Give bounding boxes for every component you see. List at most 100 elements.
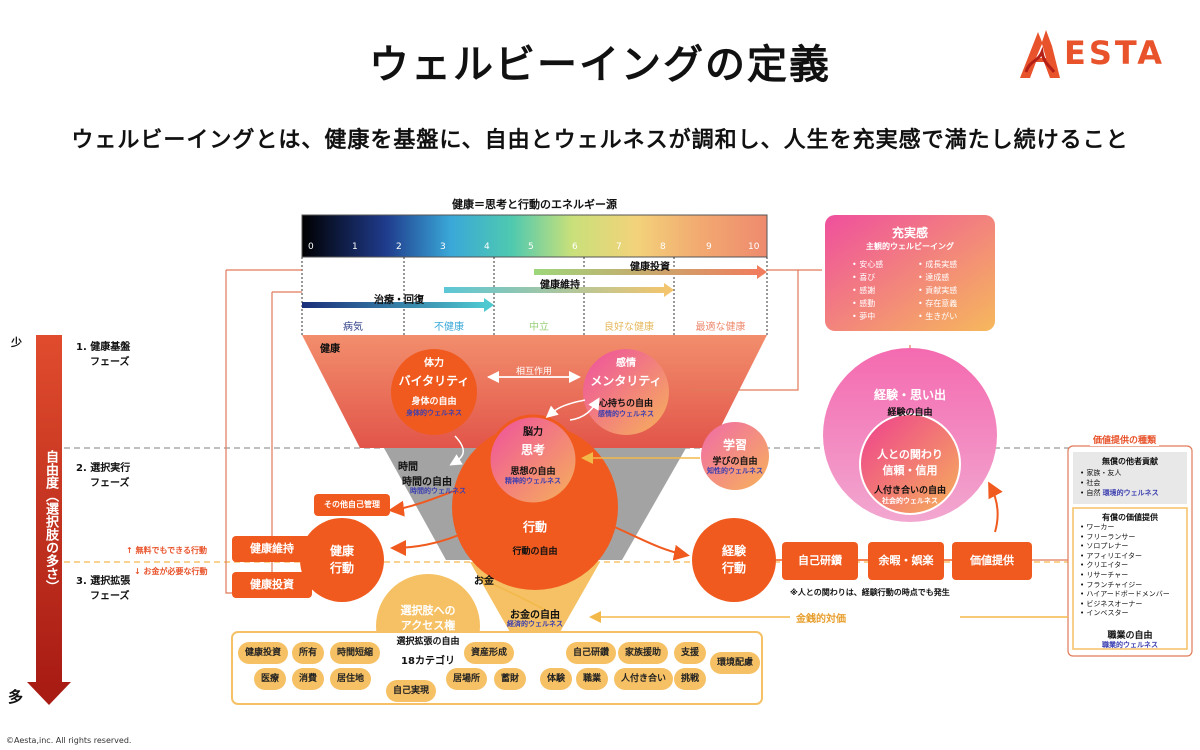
fulfillment-subtitle: 主観的ウェルビーイング — [866, 242, 954, 251]
health-maintain-box: 健康維持 — [232, 536, 312, 562]
scale-tick: 5 — [528, 242, 534, 252]
category-pill: 資産形成 — [464, 642, 515, 664]
fulfillment-item: 喜び — [859, 273, 876, 282]
learning-wellness: 知性的ウェルネス — [707, 467, 763, 475]
phase-1-label: 1. 健康基盤 — [76, 342, 131, 353]
mentality-title: 感情 — [616, 358, 636, 369]
paid-item: フリーランサー — [1086, 532, 1136, 541]
unpaid-item: 社会 — [1086, 479, 1101, 487]
phase-3-sub: フェーズ — [90, 591, 130, 602]
scale-ticks: 0 1 2 3 4 5 6 7 8 9 10 — [302, 242, 767, 256]
relation-wellness: 社会的ウェルネス — [882, 497, 938, 505]
category-pill: 所有 — [292, 642, 325, 664]
category-pill: 体験 — [540, 668, 573, 690]
category-pill: 蓄財 — [494, 668, 527, 690]
category-pill: 環境配慮 — [710, 652, 761, 674]
fulfillment-item: 貢献実感 — [925, 286, 958, 295]
brain-free: 思想の自由 — [510, 467, 556, 477]
health-action-label: 健康 行動 — [329, 544, 354, 575]
phase-1-sub: フェーズ — [90, 357, 130, 368]
category-pill: 職業 — [576, 668, 609, 690]
experience-box-self-improvement: 自己研鑽 — [782, 542, 858, 580]
vitality-title: 体力 — [424, 358, 444, 369]
relation-line1: 人との関わり — [877, 448, 943, 461]
access-line1: 選択肢への — [400, 604, 456, 617]
fulfillment-item: 感謝 — [859, 286, 876, 295]
time-wellness: 時間的ウェルネス — [410, 487, 466, 495]
scale-tick: 9 — [706, 242, 712, 252]
memory-free: 経験の自由 — [887, 408, 933, 418]
scale-tick: 4 — [484, 242, 490, 252]
fulfillment-item: 達成感 — [925, 273, 950, 282]
scale-tick: 1 — [352, 242, 358, 252]
fulfillment-item: 安心感 — [859, 260, 884, 269]
vitality-free: 身体の自由 — [411, 397, 457, 407]
phase-3-label: 3. 選択拡張 — [76, 576, 131, 587]
paid-item: クリエイター — [1086, 561, 1129, 570]
health-invest-box: 健康投資 — [232, 572, 312, 598]
career-wellness: 職業的ウェルネス — [1102, 641, 1158, 649]
career-free: 職業の自由 — [1107, 631, 1153, 641]
brain-wellness: 精神的ウェルネス — [505, 477, 561, 485]
time-label: 時間 — [398, 462, 418, 473]
fulfillment-title: 充実感 — [891, 226, 928, 240]
copyright: ©Aesta,inc. All rights reserved. — [6, 736, 132, 745]
category-pill: 時間短縮 — [330, 642, 381, 664]
category-good: 良好な健康 — [604, 322, 654, 333]
axis-bottom-label: 多 — [8, 688, 24, 706]
brain-name: 思考 — [520, 443, 545, 457]
arrow-label-invest: 健康投資 — [630, 262, 670, 273]
mentality-name: メンタリティ — [590, 374, 662, 388]
experience-box-leisure: 余暇・娯楽 — [868, 542, 944, 580]
scale-title: 健康＝思考と行動のエネルギー源 — [452, 198, 617, 211]
fulfillment-item: 感動 — [859, 299, 876, 308]
axis-top-label: 少 — [11, 336, 22, 349]
scale-tick: 8 — [660, 242, 666, 252]
scale-tick: 2 — [396, 242, 402, 252]
health-label: 健康 — [320, 344, 340, 355]
vitality-name: バイタリティ — [398, 374, 470, 388]
action-name: 行動 — [522, 520, 547, 534]
category-sick: 病気 — [343, 322, 363, 333]
access-line2: アクセス権 — [400, 619, 456, 632]
category-pill: 医療 — [254, 668, 287, 690]
scale-tick: 7 — [616, 242, 622, 252]
learning-free: 学びの自由 — [712, 457, 758, 467]
logo-text: ESTA — [1064, 34, 1166, 72]
category-unhealthy: 不健康 — [434, 322, 464, 333]
arrow-label-treatment: 治療・回復 — [374, 295, 424, 306]
aesta-logo: ESTA — [1016, 22, 1186, 82]
money-label: お金 — [474, 576, 494, 587]
page-subtitle: ウェルビーイングとは、健康を基盤に、自由とウェルネスが調和し、人生を充実感で満た… — [71, 128, 1129, 153]
fulfillment-left-list: • 安心感 • 喜び • 感謝 • 感動 • 夢中 — [852, 260, 884, 321]
category-pill: 家族援助 — [618, 642, 669, 664]
money-flow-label: 金銭的対価 — [796, 614, 846, 625]
category-pill: 挑戦 — [674, 668, 707, 690]
experience-box-value-provision: 価値提供 — [952, 542, 1032, 580]
category-pill: 支援 — [674, 642, 707, 664]
memory-name: 経験・思い出 — [873, 388, 946, 402]
category-pill: 人付き合い — [614, 668, 674, 690]
access-free: 選択拡張の自由 — [396, 637, 460, 647]
money-free: お金の自由 — [510, 610, 560, 621]
arrow-label-maintain: 健康維持 — [540, 280, 580, 291]
brain-title: 脳力 — [523, 427, 543, 438]
scale-tick: 3 — [440, 242, 446, 252]
paid-item: リサーチャー — [1086, 570, 1129, 579]
fulfillment-item: 夢中 — [859, 312, 876, 321]
other-self-management-box: その他自己管理 — [314, 494, 390, 516]
paid-title: 有償の価値提供 — [1102, 513, 1158, 522]
unpaid-wellness: 環境的ウェルネス — [1102, 489, 1159, 497]
learning-name: 学習 — [722, 438, 747, 452]
relation-note: ※人との関わりは、経験行動の時点でも発生 — [790, 588, 950, 597]
paid-item: インベスター — [1086, 609, 1129, 618]
value-panel-title: 価値提供の種類 — [1090, 433, 1160, 446]
vitality-wellness: 身体的ウェルネス — [406, 409, 462, 417]
scale-tick: 6 — [572, 242, 578, 252]
flame-logo-icon — [1020, 30, 1060, 78]
paid-item: ビジネスオーナー — [1086, 599, 1143, 608]
mutual-label: 相互作用 — [515, 367, 552, 377]
time-free: 時間の自由 — [402, 477, 452, 488]
paid-list: • ワーカー • フリーランサー • ソロプレナー • アフィリエイター • ク… — [1080, 523, 1170, 618]
